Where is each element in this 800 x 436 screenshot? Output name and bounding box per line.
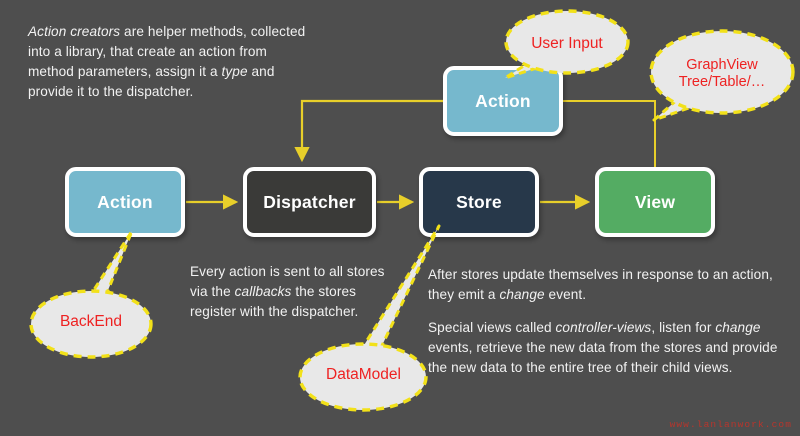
right-paragraph-2: Special views called controller-views, l… [428, 318, 788, 378]
intro-tail: and provide it to the dispatcher. [28, 63, 279, 99]
r2-part-3: events, retrieve the new data from the s… [428, 320, 782, 375]
mid-part-2: the stores register with the dispatcher. [190, 283, 360, 319]
watermark: www.lanlanwork.com [669, 419, 792, 430]
r1-italic-change: change [499, 286, 545, 302]
intro-lead-italic: Action creators [28, 24, 121, 39]
callout-ellipse [298, 342, 428, 412]
callout-datamodel[interactable]: DataModel [297, 224, 441, 412]
node-view[interactable]: View [595, 167, 715, 237]
r2-part-1: Special views called [428, 320, 556, 335]
node-label: Action [97, 191, 153, 212]
callout-ellipse [504, 9, 630, 75]
middle-paragraph: Every action is sent to all stores via t… [190, 262, 405, 322]
intro-italic-type: type [221, 63, 248, 79]
r2-italic-change: change [715, 320, 761, 335]
node-label: View [634, 191, 676, 212]
arrow-actiontop-to-dispatcher [294, 99, 443, 163]
node-label: Store [456, 191, 502, 212]
arrow-actiontop-to-view [563, 100, 656, 167]
callout-user-input[interactable]: User Input [503, 8, 631, 80]
node-label: Action [475, 90, 531, 111]
node-action-left[interactable]: Action [65, 167, 185, 237]
callout-graphview[interactable]: GraphView Tree/Table/… [648, 28, 796, 122]
r1-part-2: event. [544, 286, 587, 302]
mid-italic-callbacks: callbacks [234, 283, 292, 299]
node-dispatcher[interactable]: Dispatcher [243, 167, 376, 237]
callout-ellipse [29, 289, 153, 359]
r2-italic-controller-views: controller-views [555, 320, 652, 335]
node-label: Dispatcher [263, 191, 356, 212]
right-paragraph-1: After stores update themselves in respon… [428, 265, 788, 305]
r1-part-1: After stores update themselves in respon… [428, 267, 777, 302]
r2-part-2: , listen for [651, 320, 716, 335]
callout-backend[interactable]: BackEnd [28, 229, 154, 359]
callout-ellipse [649, 29, 795, 115]
mid-part-1: Every action is sent to all stores via t… [190, 264, 389, 299]
node-action-top[interactable]: Action [443, 66, 563, 136]
intro-paragraph: Action creators are helper methods, coll… [28, 22, 308, 102]
intro-rest: are helper methods, collected into a lib… [28, 24, 310, 79]
callout-tail [359, 224, 441, 358]
